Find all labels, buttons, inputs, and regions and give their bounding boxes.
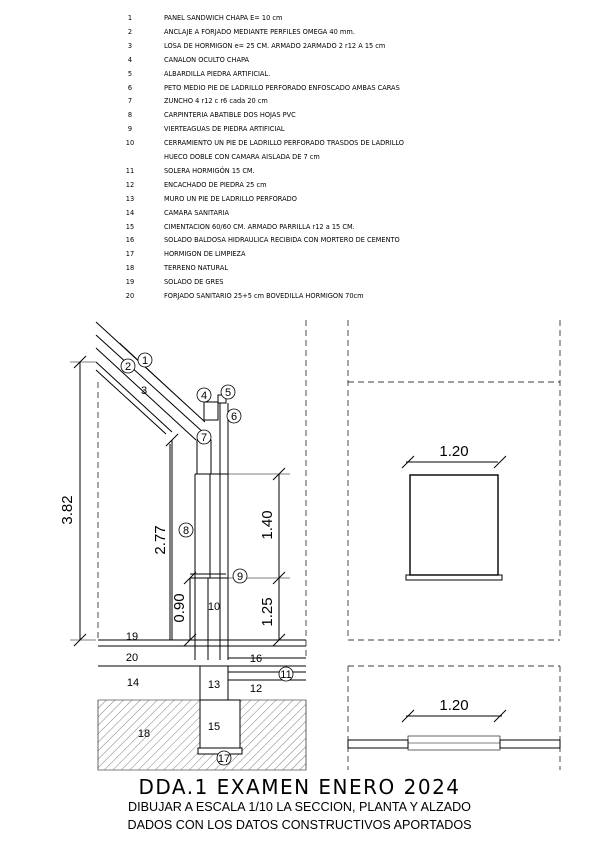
legend-number: 3	[127, 41, 133, 50]
legend-number: 19	[125, 278, 135, 287]
dim-window: 1.40	[259, 510, 276, 539]
legend-text: HUECO DOBLE CON CAMARA AISLADA DE 7 cm	[164, 153, 320, 161]
legend-text: ANCLAJE A FORJADO MEDIANTE PERFILES OMEG…	[164, 27, 355, 36]
instructions-line-2: DADOS CON LOS DATOS CONSTRUCTIVOS APORTA…	[127, 818, 472, 832]
legend-text: LOSA DE HORMIGON e= 25 CM. ARMADO 2ARMAD…	[164, 41, 386, 50]
legend-text: MURO UN PIE DE LADRILLO PERFORADO	[164, 194, 297, 203]
callout-16: 16	[250, 653, 262, 665]
legend-text: CIMENTACION 60/60 CM. ARMADO PARRILLA r1…	[164, 222, 355, 231]
legend-text: PETO MEDIO PIE DE LADRILLO PERFORADO ENF…	[164, 83, 400, 92]
legend-number: 9	[127, 125, 133, 134]
legend-number: 18	[125, 264, 135, 273]
legend-text: VIERTEAGUAS DE PIEDRA ARTIFICIAL	[164, 125, 285, 134]
callout-circle	[196, 429, 212, 445]
legend-text: SOLADO DE GRES	[164, 278, 224, 287]
callout-19: 19	[126, 631, 138, 643]
callout-circle	[220, 384, 236, 400]
legend-text: CANALON OCULTO CHAPA	[164, 55, 250, 64]
callout-circle	[137, 352, 153, 368]
legend-number: 7	[127, 97, 133, 106]
callout-12: 12	[250, 683, 262, 695]
legend-text: ENCACHADO DE PIEDRA 25 cm	[164, 180, 267, 189]
callout-18: 18	[138, 728, 150, 740]
callout-13: 13	[208, 679, 220, 691]
callout-5: 5	[225, 387, 231, 399]
legend-number: 4	[127, 55, 133, 64]
legend-text: PANEL SANDWICH CHAPA E= 10 cm	[164, 14, 283, 22]
elevation-window-width: 1.20	[439, 443, 468, 460]
legend-number: 6	[127, 83, 133, 92]
dim-lower: 1.25	[259, 597, 276, 626]
callout-circle	[278, 666, 294, 682]
plan-window-width: 1.20	[439, 697, 468, 714]
callout-4: 4	[201, 390, 207, 402]
callout-2: 2	[125, 361, 131, 373]
legend-number: 20	[125, 292, 135, 300]
legend-text: TERRENO NATURAL	[164, 264, 229, 273]
callout-14: 14	[127, 677, 139, 689]
legend-text: SOLADO BALDOSA HIDRAULICA RECIBIDA CON M…	[164, 236, 400, 245]
callout-8: 8	[183, 525, 189, 537]
callout-7: 7	[201, 432, 207, 444]
callout-circle	[196, 387, 212, 403]
legend-text: ALBARDILLA PIEDRA ARTIFICIAL.	[164, 69, 271, 78]
dim-sill: 0.90	[171, 593, 188, 622]
exam-title: DDA.1 EXAMEN ENERO 2024	[138, 775, 461, 799]
plan-view	[347, 665, 561, 770]
callout-9: 9	[237, 571, 243, 583]
callout-20: 20	[126, 652, 138, 664]
callout-11: 11	[280, 669, 291, 681]
callout-17: 17	[218, 753, 230, 765]
instructions-line-1: DIBUJAR A ESCALA 1/10 LA SECCION, PLANTA…	[128, 800, 471, 814]
legend-number: 13	[125, 194, 135, 203]
elevation-view	[347, 320, 561, 641]
callout-3: 3	[141, 385, 147, 397]
legend-number: 11	[125, 166, 135, 175]
legend-number: 8	[127, 111, 133, 120]
callout-circle	[226, 408, 242, 424]
legend-text: CERRAMIENTO UN PIE DE LADRILLO PERFORADO…	[164, 139, 404, 148]
legend-number: 5	[127, 69, 133, 78]
callout-circle	[120, 358, 136, 374]
legend-text: CARPINTERIA ABATIBLE DOS HOJAS PVC	[164, 111, 296, 120]
legend-text: ZUNCHO 4 r12 c r6 cada 20 cm	[164, 97, 268, 106]
callout-6: 6	[231, 411, 237, 423]
legend-number: 12	[125, 180, 135, 189]
legend-number: 15	[125, 222, 135, 231]
legend-number: 2	[127, 27, 133, 36]
callout-10: 10	[208, 601, 220, 613]
callout-1: 1	[142, 355, 148, 367]
legend-text: SOLERA HORMIGÓN 15 CM.	[164, 166, 255, 175]
legend-text: FORJADO SANITARIO 25+5 cm BOVEDILLA HORM…	[164, 292, 364, 300]
callout-circle	[216, 750, 232, 766]
callout-circle	[178, 522, 194, 538]
legend-number: 10	[125, 139, 135, 148]
dim-total: 3.82	[59, 495, 76, 524]
legend-number: 1	[127, 14, 133, 22]
legend-text: HORMIGON DE LIMPIEZA	[164, 250, 246, 259]
section-view	[70, 320, 307, 771]
legend-number: 16	[125, 236, 135, 245]
callout-15: 15	[208, 721, 220, 733]
legend-number: 14	[125, 208, 135, 217]
legend-text: CAMARA SANITARIA	[164, 208, 229, 217]
legend-number: 17	[125, 250, 135, 259]
callout-circle	[232, 568, 248, 584]
dim-window-zone: 2.77	[152, 525, 169, 554]
